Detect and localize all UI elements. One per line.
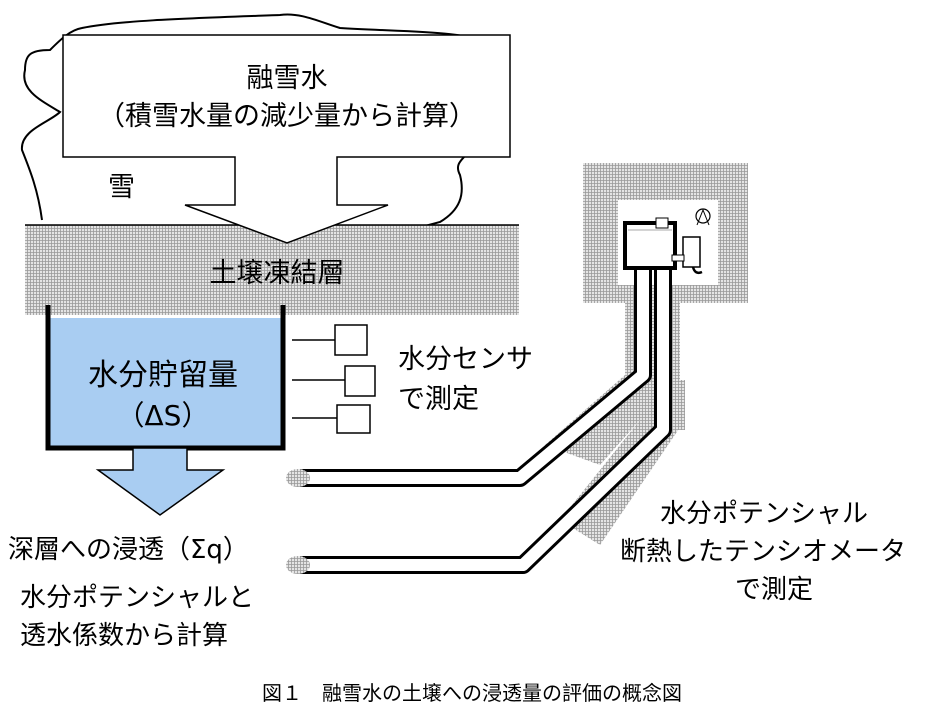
tensiometer-tubes <box>300 268 672 574</box>
moisture-sensors <box>292 324 376 434</box>
frozen-layer-label: 土壌凍結層 <box>210 258 345 289</box>
snow-label: 雪 <box>108 172 135 203</box>
tensiometer-text-1: 水分ポテンシャル <box>660 499 868 529</box>
sensor-text-2: で測定 <box>398 384 479 415</box>
percolation-text-3: 透水係数から計算 <box>20 621 228 651</box>
storage-symbol: （ΔS） <box>117 399 210 432</box>
pressure-transducer <box>623 208 711 275</box>
percolation-arrow <box>95 447 226 516</box>
porous-cup-1 <box>286 469 310 487</box>
figure-caption: 図１ 融雪水の土壌への浸透量の評価の概念図 <box>262 681 682 705</box>
meltwater-subtitle: （積雪水量の減少量から計算） <box>98 101 476 132</box>
tensiometer-text-2: 断熱したテンシオメータ <box>620 537 906 567</box>
percolation-text-2: 水分ポテンシャルと <box>20 583 254 613</box>
percolation-text-1: 深層への浸透（Σq） <box>8 535 249 565</box>
porous-cup-2 <box>286 556 310 574</box>
sensor-text-1: 水分センサ <box>398 344 533 375</box>
storage-title: 水分貯留量 <box>88 358 238 393</box>
tensiometer-text-3: で測定 <box>735 575 813 605</box>
frozen-soil-layer <box>25 225 519 315</box>
storage-water <box>49 318 282 448</box>
meltwater-arrow <box>62 34 511 244</box>
meltwater-title: 融雪水 <box>247 63 328 94</box>
